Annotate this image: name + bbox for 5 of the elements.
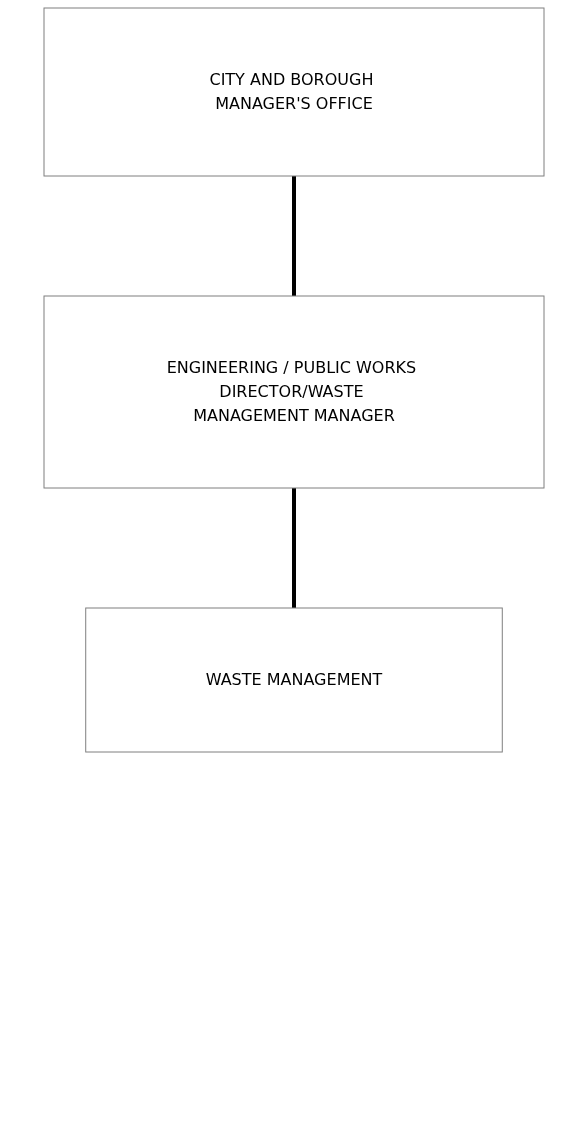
connector [291, 176, 296, 296]
node-box: WASTE MANAGEMENT [84, 607, 503, 753]
node-box: CITY AND BOROUGH MANAGER'S OFFICE [43, 7, 544, 177]
node-box: ENGINEERING / PUBLIC WORKS DIRECTOR/WASTE MANAGEMENT MANAGER [43, 295, 544, 489]
connector [291, 488, 296, 608]
